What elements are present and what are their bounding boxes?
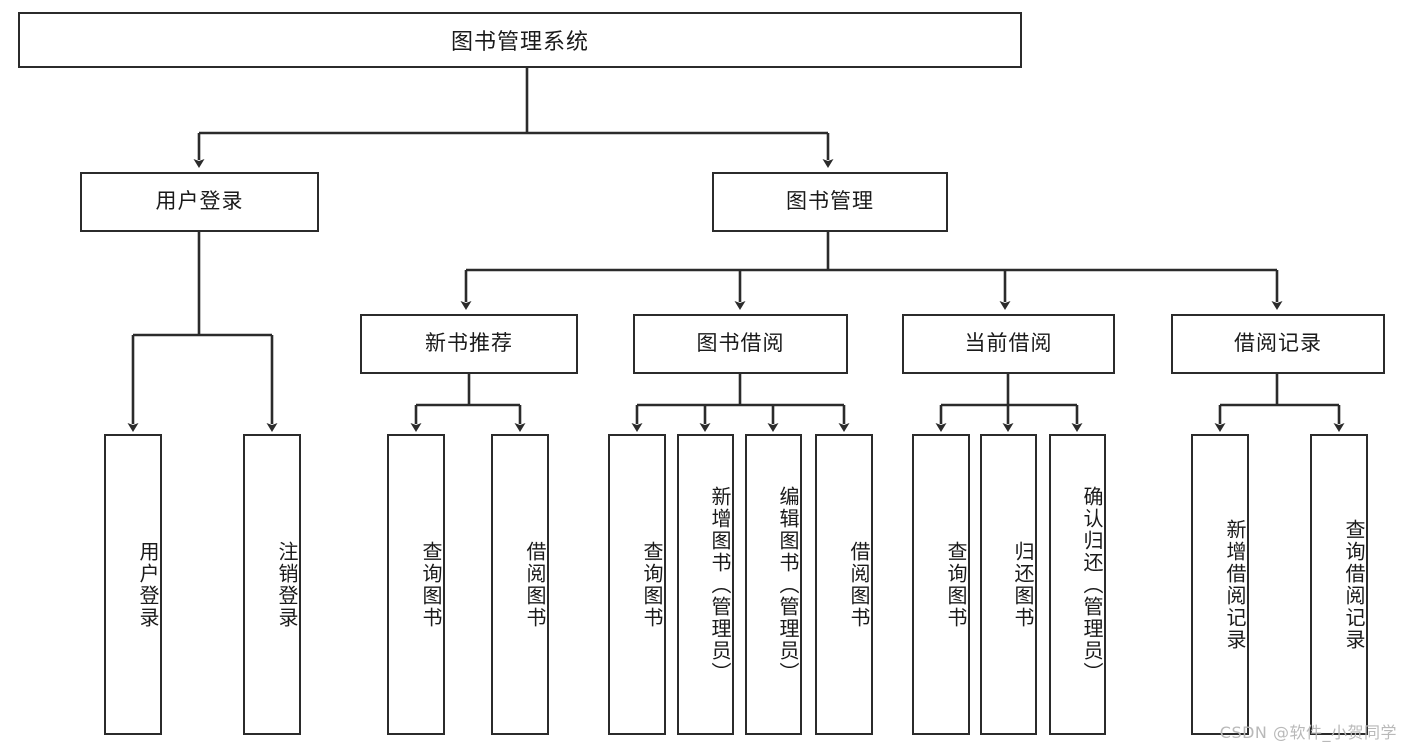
node-label: 归还图书: [1011, 540, 1035, 629]
node-book-management[interactable]: 图书管理: [712, 172, 948, 232]
node-leaf-return-book[interactable]: 归还图书: [980, 434, 1037, 735]
node-label: 借阅记录: [1234, 331, 1322, 356]
node-leaf-borrow-book-recommend[interactable]: 借阅图书: [491, 434, 549, 735]
node-root-book-management-system[interactable]: 图书管理系统: [18, 12, 1022, 68]
node-new-book-recommend[interactable]: 新书推荐: [360, 314, 578, 374]
node-borrow-record[interactable]: 借阅记录: [1171, 314, 1385, 374]
node-label: 查询借阅记录: [1342, 518, 1366, 651]
node-label: 新书推荐: [425, 331, 513, 356]
node-leaf-query-book-recommend[interactable]: 查询图书: [387, 434, 445, 735]
node-leaf-add-book-admin[interactable]: 新增图书（管理员）: [677, 434, 734, 735]
node-leaf-confirm-return-admin[interactable]: 确认归还（管理员）: [1049, 434, 1106, 735]
node-leaf-borrow-book-borrow[interactable]: 借阅图书: [815, 434, 873, 735]
node-label: 注销登录: [275, 540, 299, 629]
node-book-borrow[interactable]: 图书借阅: [633, 314, 848, 374]
node-leaf-user-login[interactable]: 用户登录: [104, 434, 162, 735]
node-leaf-add-borrow-record[interactable]: 新增借阅记录: [1191, 434, 1249, 735]
node-label: 编辑图书（管理员）: [776, 485, 800, 684]
node-label: 用户登录: [155, 189, 244, 214]
node-label: 新增图书（管理员）: [708, 485, 732, 684]
node-label: 图书管理系统: [450, 30, 589, 55]
node-leaf-query-book-current[interactable]: 查询图书: [912, 434, 970, 735]
node-label: 当前借阅: [964, 331, 1053, 356]
node-label: 新增借阅记录: [1223, 518, 1247, 651]
node-label: 用户登录: [136, 540, 160, 629]
node-leaf-query-book-borrow[interactable]: 查询图书: [608, 434, 666, 735]
csdn-watermark: CSDN @软件_小贺同学: [1219, 723, 1397, 742]
node-label: 确认归还（管理员）: [1080, 485, 1104, 684]
node-label: 查询图书: [640, 540, 664, 629]
node-label: 借阅图书: [847, 540, 871, 629]
node-current-borrow[interactable]: 当前借阅: [902, 314, 1115, 374]
node-leaf-query-borrow-record[interactable]: 查询借阅记录: [1310, 434, 1368, 735]
node-label: 图书管理: [786, 189, 874, 214]
node-user-login[interactable]: 用户登录: [80, 172, 319, 232]
node-label: 查询图书: [944, 540, 968, 629]
node-leaf-edit-book-admin[interactable]: 编辑图书（管理员）: [745, 434, 802, 735]
node-label: 借阅图书: [523, 540, 547, 629]
node-leaf-logout[interactable]: 注销登录: [243, 434, 301, 735]
node-label: 查询图书: [419, 540, 443, 629]
node-label: 图书借阅: [696, 331, 785, 356]
